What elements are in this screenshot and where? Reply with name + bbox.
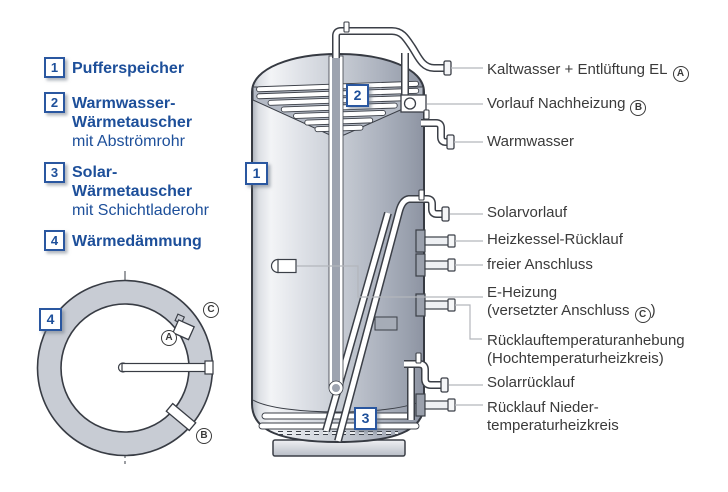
legend-line: Wärmedämmung [72, 233, 202, 250]
warmwasser-vent-stub [423, 109, 430, 120]
ring-port-letter-b: B [196, 428, 212, 444]
label-ruecklauf-niedertemperatur: Rücklauf Nieder- temperaturheizkreis [487, 399, 619, 435]
outflow-pipe [328, 55, 344, 396]
flanged-ports [415, 229, 456, 417]
insulation-cross-section [36, 271, 214, 464]
badge-tank: 1 [245, 162, 268, 185]
solarvorlauf-vent-stub [418, 189, 425, 201]
label-warmwasser: Warmwasser [487, 133, 574, 151]
label-solarvorlauf: Solarvorlauf [487, 204, 567, 222]
legend-line: Wärmetauscher [72, 114, 193, 131]
legend-badge-3: 3 [44, 162, 65, 183]
badge-top-exchanger: 2 [346, 84, 369, 107]
ring-port-letter-c: C [203, 302, 219, 318]
solarruecklauf-connector [440, 377, 449, 393]
label-text: temperaturheizkreis [487, 417, 619, 434]
badge-solar-exchanger: 3 [354, 407, 377, 430]
label-text: Solarvorlauf [487, 204, 568, 221]
kaltwasser-connector [443, 60, 452, 76]
ring-port-letter-a: A [161, 330, 177, 346]
port-letter-a: A [672, 66, 689, 82]
kaltwasser-pipe [332, 21, 452, 97]
radial-pipe [121, 362, 209, 373]
port-heizkessel-ruecklauf [415, 229, 456, 253]
label-text: Warmwasser [487, 133, 574, 150]
legend-line: Warmwasser- [72, 95, 176, 112]
label-text: (Hochtemperaturheizkreis) [487, 350, 664, 367]
legend-line: mit Schichtladerohr [72, 202, 209, 219]
label-heizkessel-ruecklauf: Heizkessel-Rücklauf [487, 231, 623, 249]
e-heizung-port [270, 258, 297, 274]
legend-item-pufferspeicher: Pufferspeicher [72, 59, 184, 78]
port-ruecklauf-nieder [415, 393, 456, 417]
solarvorlauf-connector [441, 206, 450, 222]
nachheizung-fitting [400, 94, 427, 113]
port-freier-anschluss [415, 253, 456, 277]
legend-item-solar-waermetauscher: Solar- Wärmetauscher mit Schichtladerohr [72, 163, 209, 220]
badge-insulation: 4 [39, 308, 62, 331]
label-solarruecklauf: Solarrücklauf [487, 374, 575, 392]
leader-lines [297, 67, 483, 406]
legend-line: mit Abströmrohr [72, 133, 185, 150]
support-bracket [374, 316, 398, 331]
solarruecklauf-vent-stub [415, 352, 422, 364]
port-letter-c: C [634, 307, 651, 323]
label-text: Heizkessel-Rücklauf [487, 231, 623, 248]
warmwasser-connector [446, 134, 455, 150]
label-text: freier Anschluss [487, 256, 593, 273]
port-ruecklauftemp [415, 293, 456, 317]
warmwasser-pipe [421, 109, 455, 150]
port-a-stub [172, 313, 196, 341]
label-text: ) [650, 302, 656, 319]
label-ruecklauftemperaturanhebung: Rücklauftemperaturanhebung (Hochtemperat… [487, 332, 685, 368]
legend-item-warmwasser-waermetauscher: Warmwasser- Wärmetauscher mit Abströmroh… [72, 94, 192, 151]
legend-badge-1: 1 [44, 57, 65, 78]
legend-item-waermedaemmung: Wärmedämmung [72, 232, 202, 251]
label-text: (versetzter Anschluss [487, 302, 630, 319]
port-b-stub [165, 402, 197, 432]
label-text: Rücklauf Nieder- [487, 399, 599, 416]
legend-line: Wärmetauscher [72, 183, 193, 200]
radial-pipe-cap [204, 360, 214, 375]
label-text: Vorlauf Nachheizung [487, 95, 626, 112]
label-freier-anschluss: freier Anschluss [487, 256, 593, 274]
port-letter-b: B [630, 100, 647, 116]
label-text: E-Heizung [487, 284, 558, 301]
legend-line: Solar- [72, 164, 118, 181]
legend-badge-4: 4 [44, 230, 65, 251]
solarruecklauf-pipe [404, 352, 449, 420]
legend-line: Pufferspeicher [72, 60, 185, 77]
el-vent-stub [343, 21, 350, 33]
label-text: Kaltwasser + Entlüftung EL [487, 61, 668, 78]
legend-badge-2: 2 [44, 92, 65, 113]
label-text: Solarrücklauf [487, 374, 575, 391]
label-text: Rücklauftemperaturanhebung [487, 332, 685, 349]
